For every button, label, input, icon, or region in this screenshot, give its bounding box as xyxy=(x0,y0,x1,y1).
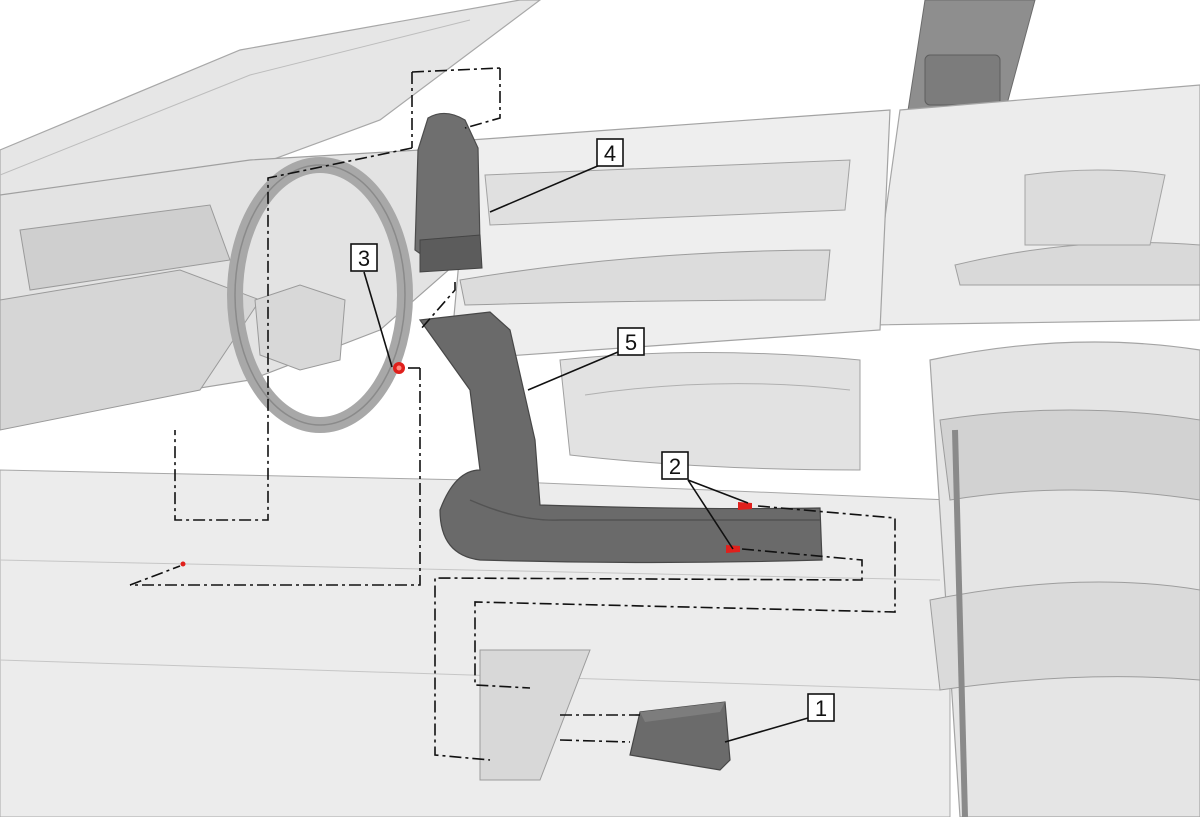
fastener-2a xyxy=(738,502,752,510)
svg-text:4: 4 xyxy=(604,141,616,166)
guide-lines xyxy=(129,67,896,761)
trim-part-4 xyxy=(414,112,483,273)
callout-1: 1 xyxy=(807,693,835,722)
leader-2a xyxy=(687,479,749,504)
svg-text:3: 3 xyxy=(358,246,370,271)
svg-text:2: 2 xyxy=(669,454,681,479)
callout-5: 5 xyxy=(617,327,645,356)
leader-2b xyxy=(687,479,734,550)
callout-4: 4 xyxy=(596,138,624,167)
trim-part-5 xyxy=(418,311,823,564)
trim-part-1 xyxy=(629,701,731,771)
callout-2: 2 xyxy=(661,451,689,480)
leader-4 xyxy=(489,164,601,213)
callout-3: 3 xyxy=(350,243,378,272)
fastener-small xyxy=(180,561,186,567)
fastener-3-inner xyxy=(396,365,402,371)
leader-lines xyxy=(363,164,809,743)
fasteners xyxy=(180,362,752,567)
svg-text:1: 1 xyxy=(815,696,827,721)
leader-5 xyxy=(527,351,619,391)
leader-1 xyxy=(724,717,809,743)
leader-3 xyxy=(363,271,393,368)
svg-text:5: 5 xyxy=(625,330,637,355)
